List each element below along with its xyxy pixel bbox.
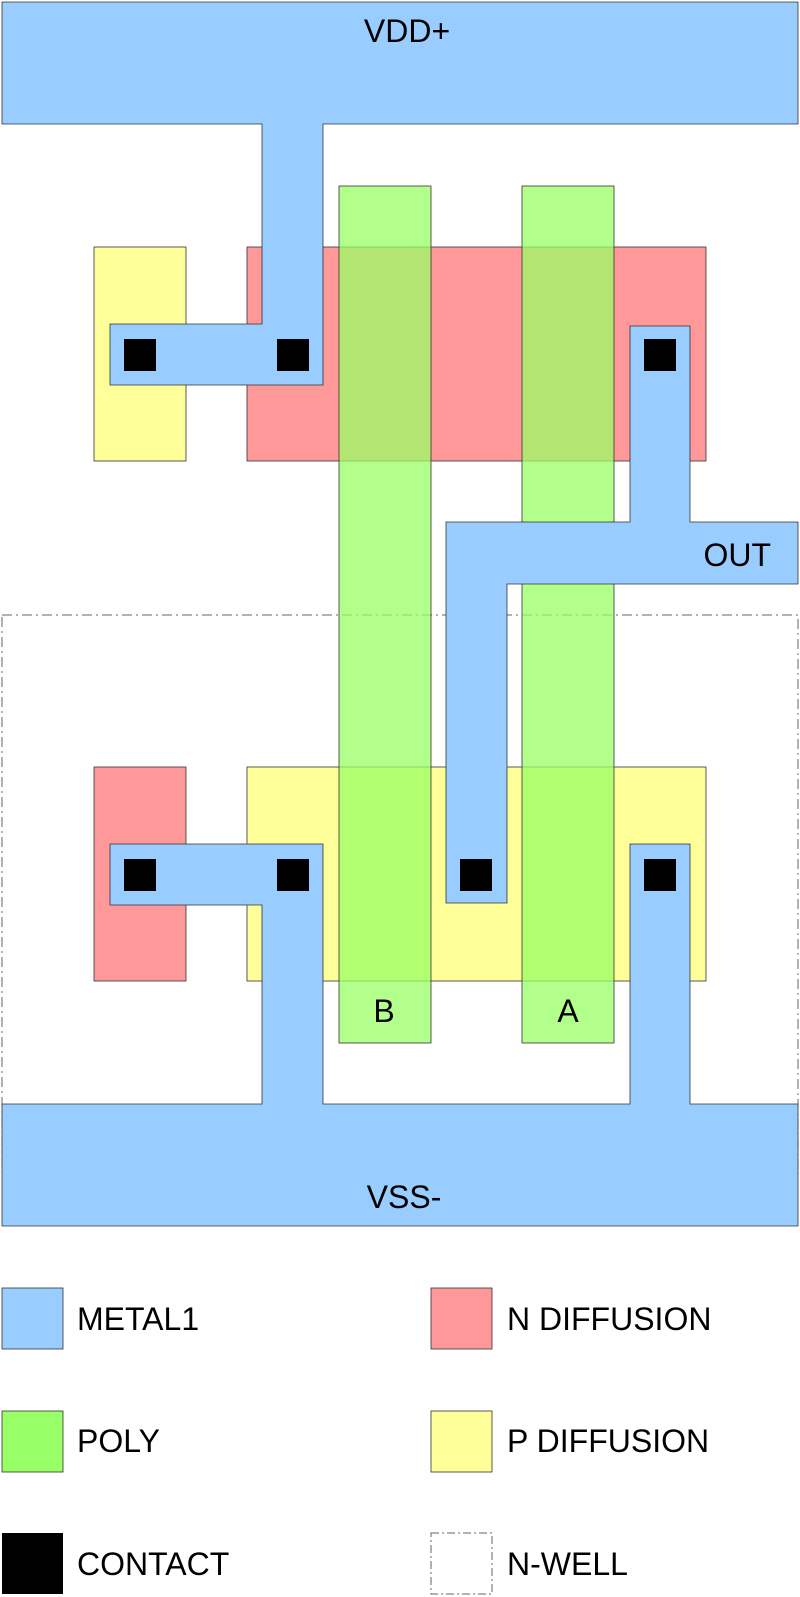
contact-vdd-tap (124, 339, 156, 371)
legend-label-poly: POLY (77, 1423, 160, 1459)
contact-vss-drain (644, 859, 676, 891)
legend-item-n-diffusion: N DIFFUSION (430, 1287, 711, 1350)
legend-label-n-diffusion: N DIFFUSION (507, 1301, 711, 1337)
n-diffusion-top-main (246, 246, 707, 462)
legend-swatch-poly (1, 1410, 64, 1473)
poly-gate-a (521, 185, 615, 1044)
legend-item-poly: POLY (1, 1410, 160, 1473)
legend-swatch-n-well (430, 1532, 493, 1595)
input-a-label: A (557, 993, 579, 1029)
vss-label: VSS- (367, 1179, 442, 1215)
legend-item-contact: CONTACT (2, 1533, 229, 1594)
contact-vss-source (277, 859, 309, 891)
legend-swatch-contact (2, 1533, 63, 1594)
legend-item-n-well: N-WELL (430, 1532, 628, 1595)
legend-item-p-diffusion: P DIFFUSION (430, 1410, 709, 1473)
input-b-label: B (373, 993, 394, 1029)
vdd-label: VDD+ (364, 13, 450, 49)
metal1-out-net (445, 325, 799, 904)
legend-item-metal1: METAL1 (1, 1287, 199, 1350)
legend-label-p-diffusion: P DIFFUSION (507, 1423, 709, 1459)
metal1-vdd-rail (1, 1, 799, 386)
metal1-vss-rail (1, 843, 799, 1227)
legend-label-n-well: N-WELL (507, 1546, 628, 1582)
legend-swatch-p-diffusion (430, 1410, 493, 1473)
out-label: OUT (703, 537, 771, 573)
legend-label-metal1: METAL1 (77, 1301, 199, 1337)
contact-vdd-source (277, 339, 309, 371)
legend-swatch-metal1 (1, 1287, 64, 1350)
legend-label-contact: CONTACT (77, 1546, 229, 1582)
contact-vss-tap (124, 859, 156, 891)
poly-gate-b (338, 185, 432, 1044)
contact-out-top (644, 339, 676, 371)
legend: METAL1 POLY CONTACT N DIFFUSION P DIFFUS… (1, 1287, 711, 1595)
contact-out-bottom (460, 859, 492, 891)
legend-swatch-n-diffusion (430, 1287, 493, 1350)
